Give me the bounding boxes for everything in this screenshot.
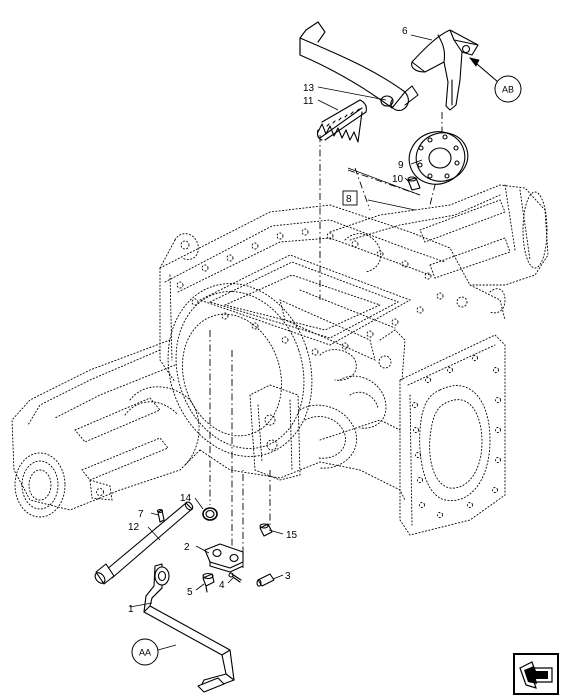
pin-part-10 [407,176,421,191]
bolt-part-5 [202,572,215,593]
reference-aa-label: AA [139,648,151,658]
callout-9: 9 [398,160,404,171]
snap-ring-part-14 [202,507,218,521]
callout-1: 1 [128,604,134,615]
reference-ab-label: AB [502,85,514,95]
rear-cover-plate [378,329,506,536]
pin-part-7 [156,508,165,523]
reference-leader-aa [157,644,177,651]
callout-8-box [342,190,358,206]
bushing-part-15 [259,523,273,537]
callout-8: 8 [346,194,352,205]
callout-leaders [129,34,433,608]
callout-7: 7 [138,509,144,520]
reference-bubble-aa: AA [131,638,159,666]
callout-labels: 1 2 3 4 5 6 7 8 9 10 11 13 12 14 15 [128,26,408,615]
callout-13: 13 [303,83,315,94]
transmission-housing [11,184,549,536]
callout-6: 6 [402,26,408,37]
clevis-pin-part-3 [256,573,275,587]
callout-5: 5 [187,587,193,598]
callout-2: 2 [184,542,190,553]
rod-part-12 [94,501,194,585]
left-axle-housing [11,339,201,518]
bracket-leader-8 [347,167,421,211]
housing-bolts-top [176,228,444,356]
right-axle-housing [329,184,549,314]
callout-14: 14 [180,493,192,504]
disc-part-9 [408,131,469,185]
callout-3: 3 [285,571,291,582]
callout-4: 4 [219,580,225,591]
shift-fork-part-6 [411,29,479,111]
link-bracket-part-2 [204,543,244,573]
callout-11: 11 [303,96,314,107]
callout-10: 10 [392,174,404,185]
reference-arrow-ab [469,57,499,83]
previous-arrow-icon[interactable] [513,653,559,695]
cotter-pin-part-4 [228,572,242,583]
callout-12: 12 [128,522,140,533]
callout-15: 15 [286,530,298,541]
curved-shield-part-13 [299,21,419,111]
spring-part-11 [316,99,367,143]
pedal-lever-part-1 [143,563,235,693]
reference-bubble-ab: AB [494,75,522,103]
